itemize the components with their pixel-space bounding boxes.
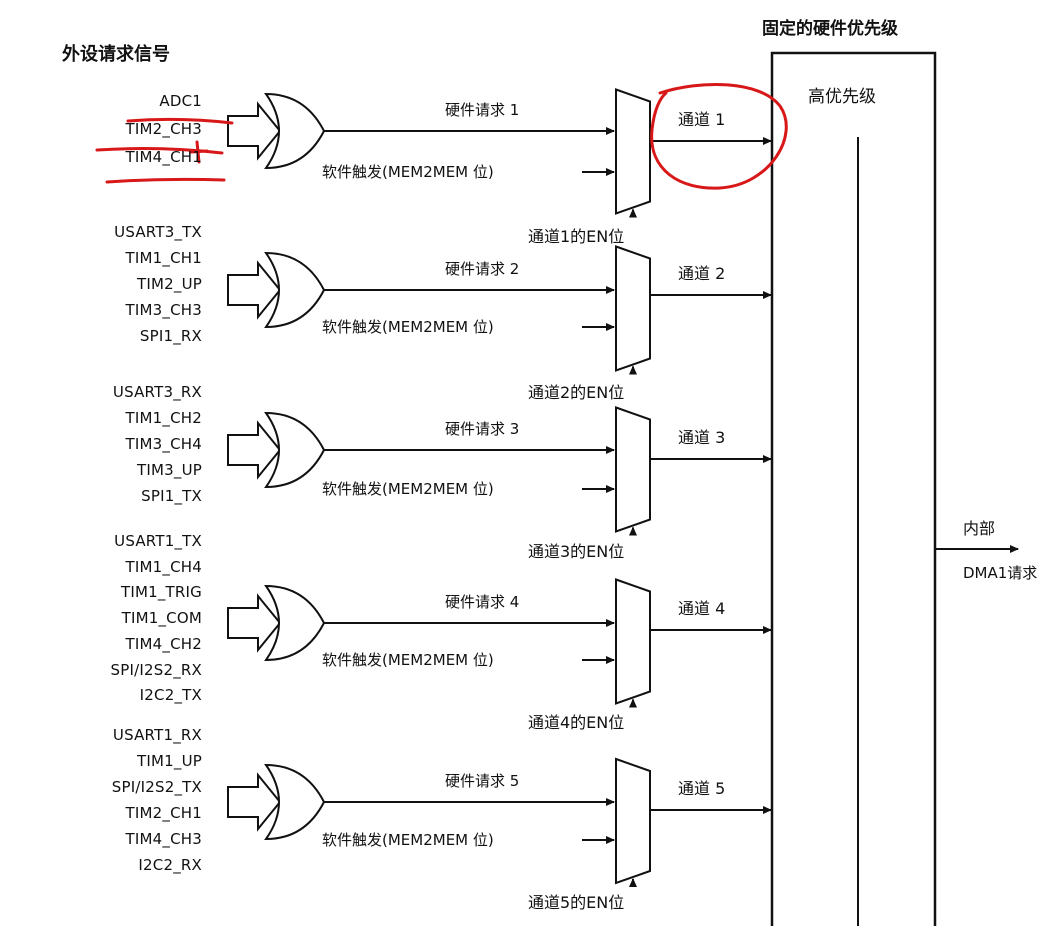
mux-5 <box>615 757 651 885</box>
red-strike-1 <box>126 117 234 125</box>
or-input-arrow-4 <box>227 593 282 653</box>
signal-label: TIM1_CH2 <box>125 409 202 427</box>
channel-label-2: 通道 2 <box>678 264 726 283</box>
hw-request-label-1: 硬件请求 1 <box>445 101 520 119</box>
red-circle-channel-1 <box>650 82 788 190</box>
channel-label-4: 通道 4 <box>678 599 726 618</box>
mux-1 <box>615 88 651 215</box>
signal-label: TIM1_TRIG <box>120 583 202 602</box>
signal-label: SPI/I2S2_RX <box>110 660 202 679</box>
channel-label-5: 通道 5 <box>678 779 726 798</box>
signal-label: I2C2_TX <box>139 686 202 705</box>
en-bit-label-5: 通道5的EN位 <box>528 893 625 912</box>
sw-trigger-label-4: 软件触发(MEM2MEM 位) <box>322 651 494 669</box>
or-gate-1 <box>264 92 326 170</box>
sw-trigger-label-5: 软件触发(MEM2MEM 位) <box>322 831 494 849</box>
signal-label: TIM3_UP <box>137 461 202 479</box>
mux-2 <box>615 245 651 372</box>
sw-trigger-label-1: 软件触发(MEM2MEM 位) <box>322 163 494 181</box>
red-annotations <box>95 82 788 190</box>
signal-label: SPI1_TX <box>141 487 202 505</box>
or-gate-2 <box>264 251 326 329</box>
signal-label: USART1_TX <box>114 532 202 550</box>
hw-request-label-5: 硬件请求 5 <box>445 772 520 790</box>
en-bit-label-1: 通道1的EN位 <box>528 227 625 246</box>
sw-trigger-label-2: 软件触发(MEM2MEM 位) <box>322 318 494 336</box>
hw-request-label-2: 硬件请求 2 <box>445 260 520 278</box>
or-input-arrow-3 <box>227 420 282 480</box>
signal-label: SPI/I2S2_TX <box>111 778 202 796</box>
signal-label: USART3_RX <box>112 383 202 401</box>
signal-label: TIM2_CH3 <box>125 120 202 138</box>
or-input-arrow-5 <box>227 772 282 832</box>
en-bit-label-2: 通道2的EN位 <box>528 383 625 402</box>
internal-label: 内部 <box>963 519 996 538</box>
or-input-arrow-2 <box>227 260 282 320</box>
sw-trigger-label-3: 软件触发(MEM2MEM 位) <box>322 480 494 498</box>
signal-label: USART3_TX <box>114 223 202 241</box>
signal-label: I2C2_RX <box>138 856 202 874</box>
or-gate-5 <box>264 763 326 841</box>
peripheral-signals-title: 外设请求信号 <box>62 44 170 65</box>
or-gate-4 <box>264 584 326 662</box>
signal-label: TIM1_CH4 <box>125 557 202 576</box>
signal-label: USART1_RX <box>112 726 202 744</box>
red-strike-3 <box>105 177 226 184</box>
signal-label: TIM3_CH4 <box>125 435 202 453</box>
fixed-priority-title: 固定的硬件优先级 <box>762 19 898 39</box>
high-priority-label: 高优先级 <box>808 87 876 107</box>
signal-label: TIM1_CH1 <box>125 249 202 267</box>
signal-label: TIM4_CH2 <box>125 634 202 653</box>
channel-label-1: 通道 1 <box>678 110 726 129</box>
hw-request-label-3: 硬件请求 3 <box>445 420 520 438</box>
signal-label: SPI1_RX <box>139 327 202 345</box>
mux-3 <box>615 406 651 533</box>
dma1-request-label: DMA1请求 <box>963 564 1038 582</box>
en-bit-label-3: 通道3的EN位 <box>528 542 625 561</box>
signal-label: TIM4_CH1 <box>125 148 202 166</box>
signal-label: TIM2_UP <box>137 275 202 293</box>
or-input-arrow-1 <box>227 101 282 161</box>
hw-request-label-4: 硬件请求 4 <box>445 593 520 611</box>
signal-label: TIM1_UP <box>137 752 202 770</box>
signal-label: TIM2_CH1 <box>125 804 202 822</box>
channel-label-3: 通道 3 <box>678 428 726 447</box>
mux-4 <box>615 578 651 705</box>
red-cross-mark <box>189 140 209 164</box>
signal-label: TIM4_CH3 <box>125 830 202 848</box>
signal-label: TIM3_CH3 <box>125 301 202 319</box>
priority-box <box>770 51 937 926</box>
en-bit-label-4: 通道4的EN位 <box>528 713 625 732</box>
or-gate-3 <box>264 411 326 489</box>
signal-label: TIM1_COM <box>121 609 202 628</box>
signal-label: ADC1 <box>159 92 202 110</box>
